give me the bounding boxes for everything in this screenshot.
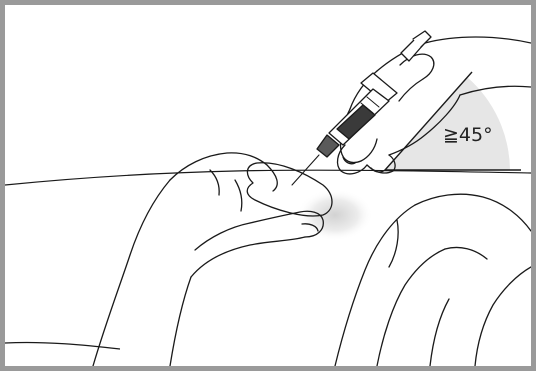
lower-skin-line	[5, 342, 120, 349]
pinching-hand	[93, 153, 332, 366]
angle-label: ≧45°	[443, 124, 493, 146]
skin-surface-line	[5, 170, 531, 185]
injection-illustration: ≧45°	[5, 5, 531, 366]
skin-pinch-shading	[297, 189, 373, 241]
